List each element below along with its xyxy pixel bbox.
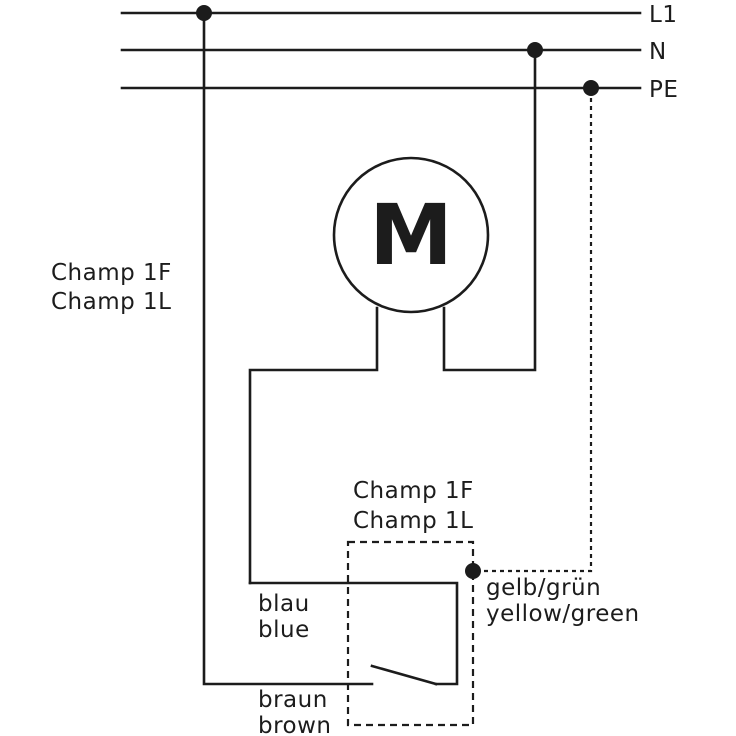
switch-label-line2: Champ 1L [353,508,474,534]
switch-label-line1: Champ 1F [353,478,474,504]
motor-symbol [332,156,490,314]
wire-label-blue: blue [258,617,310,643]
device-label-left-line2: Champ 1L [51,289,172,315]
motor-letter: M [369,186,453,284]
wire-label-gelb-gruen: gelb/grün [486,575,601,601]
wire-label-brown: brown [258,713,332,736]
bus-label-pe: PE [649,77,678,103]
node-n [527,42,543,58]
device-label-left-line1: Champ 1F [51,260,172,286]
node-earth-terminal [465,563,481,579]
wire-label-yellow-green: yellow/green [486,601,640,627]
bus-label-n: N [649,39,667,65]
node-pe [583,80,599,96]
switch-enclosure [346,540,475,727]
switch-contact [370,664,438,686]
node-l1 [196,5,212,21]
neutral-wire [442,48,537,372]
earth-wire [473,90,593,573]
switch-return-wire [248,581,459,686]
bus-label-l1: L1 [649,2,677,28]
wire-label-blau: blau [258,591,310,617]
brown-wire [202,11,374,686]
wire-label-braun: braun [258,687,328,713]
blue-wire [248,306,379,585]
